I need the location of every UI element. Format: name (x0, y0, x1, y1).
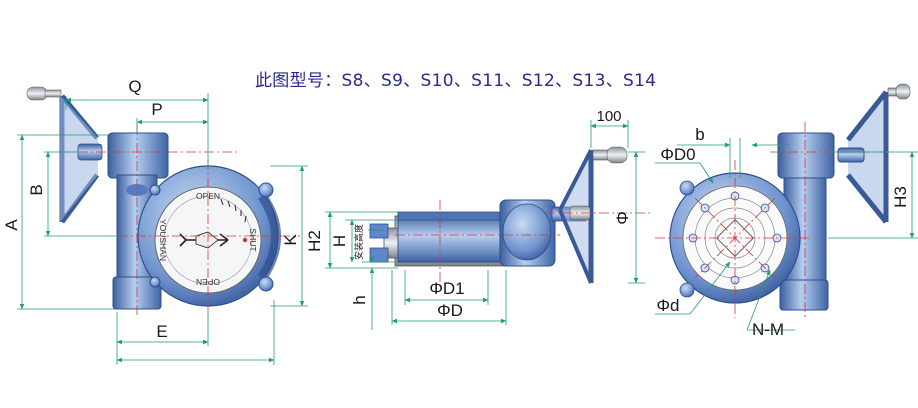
dim-phi: Φ (613, 211, 632, 225)
dim-E: E (156, 322, 167, 341)
housing-bolts (149, 182, 274, 292)
side-handwheel (558, 146, 628, 284)
dim-NM: N-M (752, 320, 784, 339)
handwheel (26, 86, 103, 224)
bottom-dimensions (655, 138, 918, 331)
dim-A: A (2, 219, 21, 231)
front-dimensions (17, 93, 308, 365)
dim-d: Φd (656, 296, 679, 315)
housing-plate (397, 211, 509, 221)
dim-B: B (27, 184, 46, 195)
front-center-lines (60, 125, 300, 318)
dial-brand: YOUSHAN (158, 219, 168, 261)
input-housing (107, 132, 169, 179)
dial-shut: SHUT (248, 228, 258, 251)
dim-h: h (350, 295, 369, 304)
dim-H: H (330, 235, 349, 247)
dim-100: 100 (596, 108, 621, 125)
bottom-center-lines (655, 122, 892, 318)
dim-P: P (151, 100, 162, 119)
dim-H2: H2 (305, 230, 324, 252)
dim-H3: H3 (891, 186, 910, 208)
dim-D: ΦD (437, 301, 463, 320)
right-handwheel (837, 83, 911, 224)
front-view: OPEN OPEN SHUT YOUSHAN (26, 86, 300, 318)
dim-D0: ΦD0 (660, 145, 695, 164)
wheel-handle (26, 86, 62, 101)
side-dimensions (325, 120, 645, 330)
model-title: 此图型号：S8、S9、S10、S11、S12、S13、S14 (255, 71, 657, 91)
dim-K: K (281, 234, 300, 246)
side-center-lines (395, 200, 650, 290)
dim-D1: ΦD1 (429, 279, 464, 298)
install-height-label: 安装高度 (353, 224, 365, 260)
side-view (369, 146, 650, 290)
dim-Q: Q (128, 77, 141, 96)
bottom-view (655, 83, 911, 318)
dim-b: b (695, 125, 704, 144)
